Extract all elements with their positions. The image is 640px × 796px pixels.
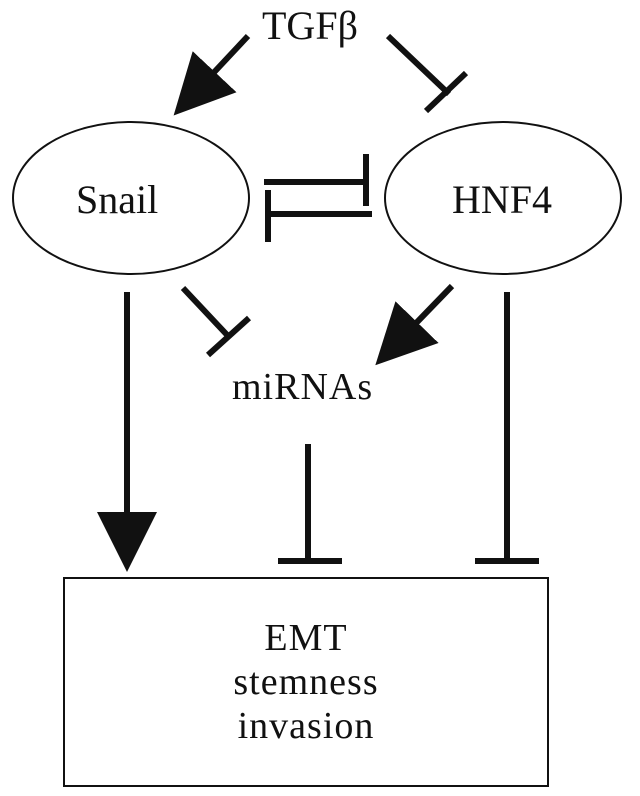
outcome-stemness: stemness — [233, 661, 379, 703]
snail-inhibits-mirnas — [180, 285, 252, 358]
outcome-emt: EMT — [264, 617, 348, 659]
tgfb-label: TGFβ — [262, 3, 358, 48]
snail-label: Snail — [76, 177, 159, 222]
mirnas-label: miRNAs — [232, 366, 374, 408]
hnf4-label: HNF4 — [452, 177, 553, 222]
outcome-box — [63, 577, 549, 787]
snail-inhibits-hnf4 — [264, 154, 369, 206]
tgfb-inhibits-hnf4 — [385, 33, 469, 114]
hnf4-inhibits-snail — [265, 190, 372, 242]
hnf4-node — [384, 121, 622, 275]
outcome-text: EMT stemness invasion — [64, 578, 548, 786]
mirnas-inhibits-outcome — [278, 444, 342, 564]
snail-node — [12, 121, 250, 275]
outcome-invasion: invasion — [237, 705, 375, 747]
hnf4-to-mirnas-arrow — [375, 283, 455, 366]
hnf4-inhibits-outcome — [475, 292, 539, 564]
tgfb-to-snail-arrow — [173, 33, 251, 116]
